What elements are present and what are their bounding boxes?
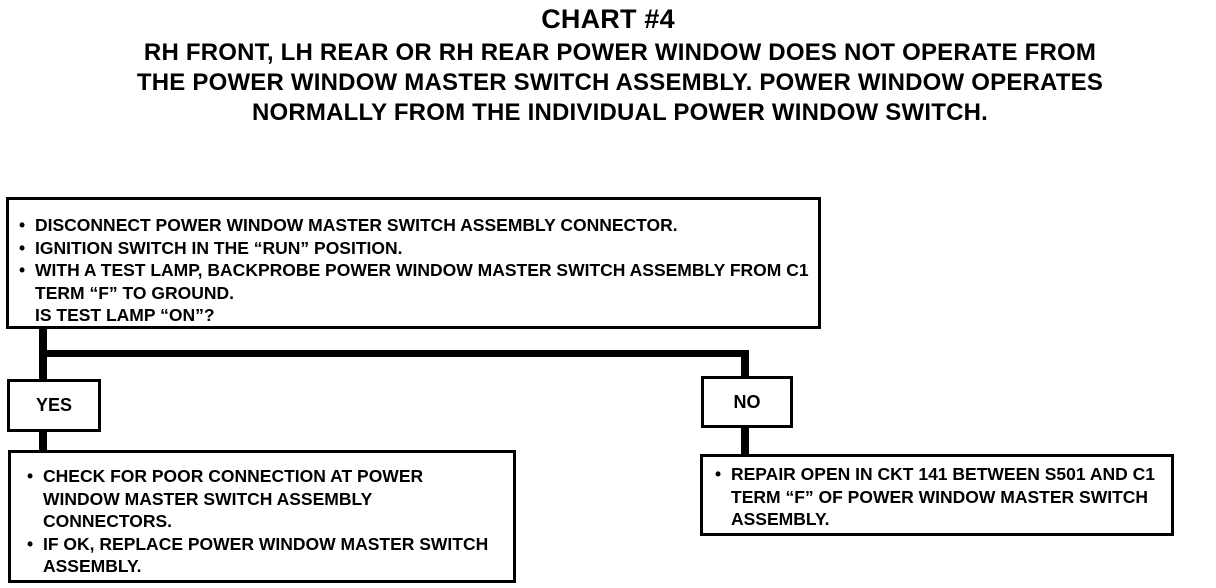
connector-horizontal: [39, 350, 749, 357]
subtitle-line: RH FRONT, LH REAR OR RH REAR POWER WINDO…: [143, 39, 1097, 66]
yes-action-box: CHECK FOR POOR CONNECTION AT POWER WINDO…: [8, 450, 516, 583]
chart-title: CHART #4: [541, 4, 675, 34]
connector-down-no: [741, 350, 749, 378]
no-action-list: REPAIR OPEN IN CKT 141 BETWEEN S501 AND …: [709, 463, 1163, 531]
subtitle-line: NORMALLY FROM THE INDIVIDUAL POWER WINDO…: [252, 99, 988, 126]
connector-yes-to-action: [39, 430, 47, 452]
test-step-list: DISCONNECT POWER WINDOW MASTER SWITCH AS…: [13, 214, 810, 304]
connector-no-to-action: [741, 426, 749, 456]
yes-label: YES: [35, 395, 73, 415]
yes-action-item: IF OK, REPLACE POWER WINDOW MASTER SWITC…: [21, 533, 503, 578]
chart-subtitle: RH FRONT, LH REAR OR RH REAR POWER WINDO…: [40, 38, 1200, 128]
test-step-item: WITH A TEST LAMP, BACKPROBE POWER WINDOW…: [13, 259, 810, 304]
subtitle-line: THE POWER WINDOW MASTER SWITCH ASSEMBLY.…: [136, 69, 1104, 96]
yes-action-item: CHECK FOR POOR CONNECTION AT POWER WINDO…: [21, 465, 503, 533]
test-question: IS TEST LAMP “ON”?: [35, 305, 215, 325]
no-action-item: REPAIR OPEN IN CKT 141 BETWEEN S501 AND …: [709, 463, 1163, 531]
no-label-box: NO: [701, 376, 793, 428]
yes-action-list: CHECK FOR POOR CONNECTION AT POWER WINDO…: [21, 465, 503, 578]
no-action-box: REPAIR OPEN IN CKT 141 BETWEEN S501 AND …: [700, 454, 1174, 536]
no-label: NO: [733, 391, 761, 412]
test-step-box: DISCONNECT POWER WINDOW MASTER SWITCH AS…: [6, 197, 821, 329]
yes-label-box: YES: [7, 379, 101, 432]
test-step-item: IGNITION SWITCH IN THE “RUN” POSITION.: [13, 237, 810, 260]
test-step-item: DISCONNECT POWER WINDOW MASTER SWITCH AS…: [13, 214, 810, 237]
